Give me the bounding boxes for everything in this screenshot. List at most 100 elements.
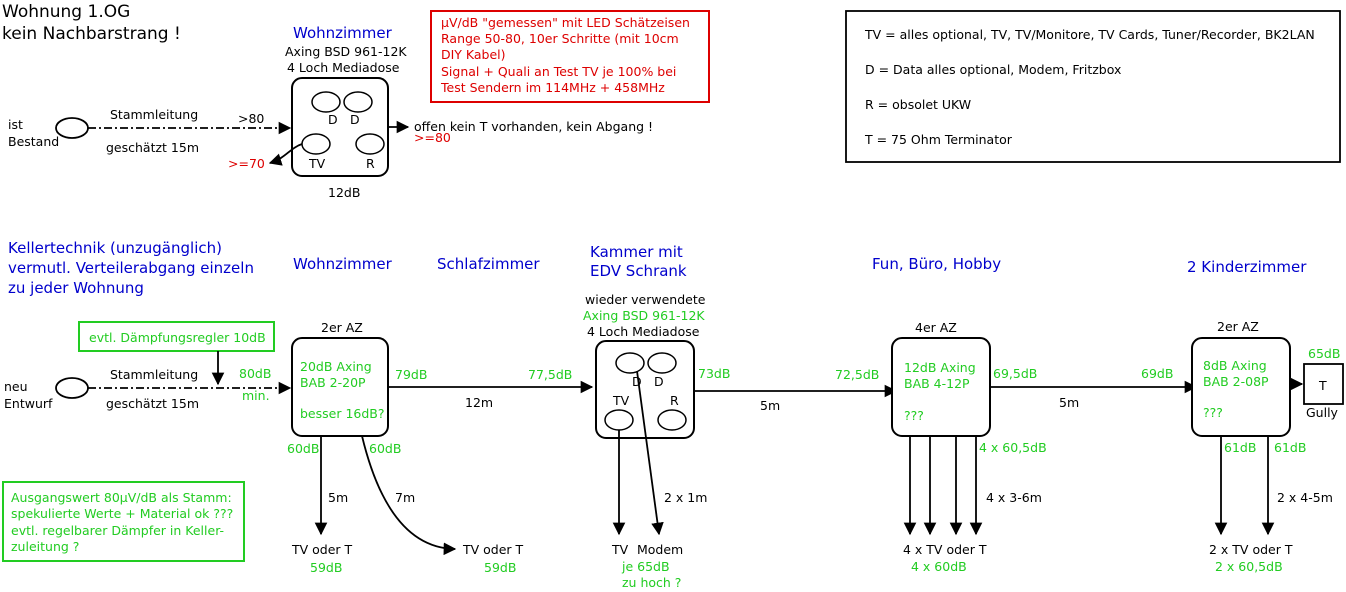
az2-dest: 4 x TV oder T — [903, 542, 987, 557]
az1-line1: 20dB Axing — [300, 359, 372, 374]
dose-in-level: 77,5dB — [528, 367, 572, 382]
output-note-line1: Ausgangswert 80µV/dB als Stamm: — [11, 490, 232, 505]
az1-line3: besser 16dB? — [300, 406, 385, 421]
segment1-len: 12m — [465, 395, 493, 410]
legend-d: D = Data alles optional, Modem, Fritzbox — [865, 62, 1121, 77]
az1-tap1-dest: TV oder T — [291, 542, 353, 557]
output-note-line2: spekulierte Werte + Material ok ??? — [11, 506, 233, 521]
az2-tap-level: 4 x 60,5dB — [979, 440, 1047, 455]
dose-dest-modem: Modem — [637, 542, 683, 557]
terminator-box — [1303, 363, 1344, 405]
az2-line2: BAB 4-12P — [904, 376, 970, 391]
top-port-tv — [301, 133, 331, 155]
measurement-note-box — [430, 10, 710, 103]
keller-line2: vermutl. Verteilerabgang einzeln — [8, 259, 254, 277]
az3-in-level: 69dB — [1141, 366, 1173, 381]
dose-port-d1 — [615, 352, 645, 374]
top-trunk-label: Stammleitung — [110, 107, 198, 122]
segment3-len: 5m — [1059, 395, 1079, 410]
az1-line2: BAB 2-20P — [300, 375, 366, 390]
top-port-d1 — [311, 91, 341, 113]
damper-box — [78, 321, 275, 352]
top-trunk-length: geschätzt 15m — [106, 140, 199, 155]
az1-tap2-arrow — [361, 435, 457, 556]
top-port-d2 — [343, 91, 373, 113]
top-port-tv-label: TV — [308, 156, 326, 171]
legend-box — [845, 10, 1341, 163]
output-note-box — [2, 481, 245, 562]
dose-val2: zu hoch ? — [622, 575, 681, 590]
top-out-text: offen kein T vorhanden, kein Abgang ! — [414, 119, 653, 134]
room-kinder: 2 Kinderzimmer — [1187, 258, 1307, 276]
az1-out-level: 79dB — [395, 367, 427, 382]
top-source-line2: Bestand — [8, 134, 59, 149]
legend-t: T = 75 Ohm Terminator — [864, 132, 1013, 147]
az1-tap1-len: 5m — [328, 490, 348, 505]
top-port-r — [355, 133, 385, 155]
top-tv-out-arrow — [268, 143, 303, 166]
room-kammer-line2: EDV Schrank — [590, 262, 687, 280]
room-kammer-line1: Kammer mit — [590, 243, 683, 261]
dose-port-d2-label: D — [654, 374, 664, 389]
dose-modem-arrow — [636, 370, 664, 536]
az3-tap-len: 2 x 4-5m — [1277, 490, 1333, 505]
terminator-label: T — [1318, 378, 1327, 393]
az3-dest: 2 x TV oder T — [1209, 542, 1293, 557]
measurement-note-line1: µV/dB "gemessen" mit LED Schätzeisen — [441, 15, 690, 30]
dose-type: 4 Loch Mediadose — [587, 324, 700, 339]
dose-port-d1-label: D — [632, 374, 642, 389]
output-note-line3: evtl. regelbarer Dämpfer in Keller- — [11, 523, 224, 538]
az3-line3: ??? — [1203, 405, 1223, 420]
dose-port-tv — [604, 409, 634, 431]
dose-val1: je 65dB — [621, 559, 670, 574]
dose-out-level: 73dB — [698, 366, 730, 381]
room-fun: Fun, Büro, Hobby — [872, 255, 1001, 273]
segment2-len: 5m — [760, 398, 780, 413]
keller-line1: Kellertechnik (unzugänglich) — [8, 239, 222, 257]
az2-out-level: 69,5dB — [993, 366, 1037, 381]
top-source-line1: ist — [8, 117, 23, 132]
top-dose-loss: 12dB — [328, 185, 360, 200]
dose-dest-tv: TV — [611, 542, 629, 557]
top-room-label: Wohnzimmer — [293, 24, 393, 42]
top-dose-type: 4 Loch Mediadose — [287, 60, 400, 75]
top-input-level: >80 — [238, 111, 264, 126]
az3-title: 2er AZ — [1217, 319, 1259, 334]
az1-tap2-dest: TV oder T — [462, 542, 524, 557]
legend-r: R = obsolet UKW — [865, 97, 971, 112]
az3-line2: BAB 2-08P — [1203, 374, 1269, 389]
output-note-line4: zuleitung ? — [11, 539, 79, 554]
keller-line3: zu jeder Wohnung — [8, 279, 144, 297]
top-port-r-label: R — [366, 156, 375, 171]
bottom-trunk-length: geschätzt 15m — [106, 396, 199, 411]
bottom-source-line2: Entwurf — [4, 396, 53, 411]
measurement-note-line3: DIY Kabel) — [441, 47, 506, 62]
terminator-level: 65dB — [1308, 346, 1340, 361]
top-port-d2-label: D — [350, 112, 360, 127]
az2-val: 4 x 60dB — [911, 559, 967, 574]
az2-line1: 12dB Axing — [904, 360, 976, 375]
top-port-d1-label: D — [328, 112, 338, 127]
az1-tap2-val: 59dB — [484, 560, 516, 575]
measurement-note-line5: Test Sendern im 114MHz + 458MHz — [440, 80, 665, 95]
bottom-input-level: 80dB — [239, 366, 271, 381]
top-title-line1: Wohnung 1.OG — [2, 2, 130, 22]
az2-tap-len: 4 x 3-6m — [986, 490, 1042, 505]
dose-port-r — [657, 409, 687, 431]
az1-tap2-len: 7m — [395, 490, 415, 505]
terminator-name: Gully — [1306, 405, 1339, 420]
dose-port-r-label: R — [670, 393, 679, 408]
room-wohnzimmer: Wohnzimmer — [293, 255, 393, 273]
az1-tap2-level: 60dB — [369, 441, 401, 456]
az2-in-level: 72,5dB — [835, 367, 879, 382]
dose-tap-len: 2 x 1m — [664, 490, 707, 505]
top-tv-level: >=70 — [228, 156, 265, 171]
measurement-note-line4: Signal + Quali an Test TV je 100% bei — [441, 64, 676, 79]
dose-reuse: wieder verwendete — [585, 292, 706, 307]
bottom-source-line1: neu — [4, 379, 28, 394]
az3-box — [1191, 337, 1291, 437]
az1-title: 2er AZ — [321, 320, 363, 335]
bottom-input-min: min. — [242, 388, 270, 403]
az2-line3: ??? — [904, 408, 924, 423]
az3-val: 2 x 60,5dB — [1215, 559, 1283, 574]
